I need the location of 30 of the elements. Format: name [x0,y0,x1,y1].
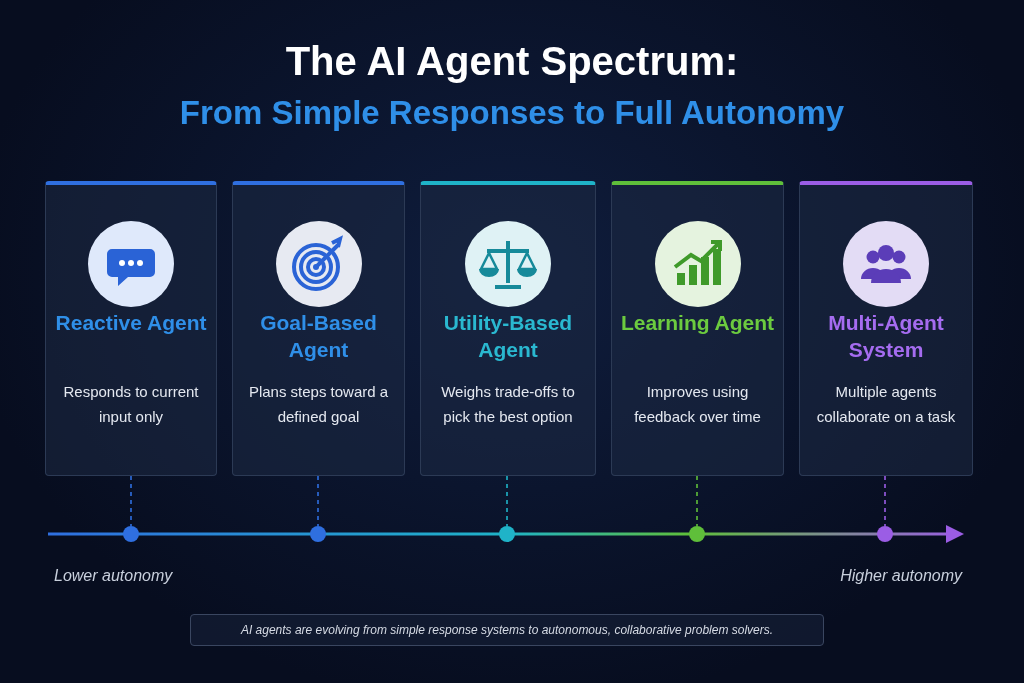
subtitle: From Simple Responses to Full Autonomy [178,93,846,133]
card-heading: Utility-Based Agent [442,310,574,363]
connector-line [696,475,698,527]
timeline-dot [499,526,515,542]
connector-line [506,475,508,527]
agent-card [420,181,596,476]
card-description: Multiple agents collaborate on a task [815,382,957,427]
axis-label: Higher autonomy [840,567,962,585]
connector-line [130,475,132,527]
card-description: Improves using feedback over time [633,382,762,427]
card-heading: Multi-Agent System [827,310,945,363]
card-description: Plans steps toward a defined goal [247,382,390,427]
timeline-dot [689,526,705,542]
card-description: Weighs trade-offs to pick the best option [440,382,576,427]
timeline-dot [310,526,326,542]
agent-card [232,181,405,476]
connector-line [317,475,319,527]
agent-card [611,181,784,476]
title: The AI Agent Spectrum: [284,38,740,84]
card-heading: Reactive Agent [54,310,208,336]
timeline-dot [877,526,893,542]
timeline-dot [123,526,139,542]
agent-card [799,181,973,476]
connector-line [884,475,886,527]
card-heading: Learning Agent [620,310,775,336]
axis-label: Lower autonomy [54,567,173,585]
caption: AI agents are evolving from simple response systems to autonomous, collaborative problem solvers. [190,614,824,646]
card-heading: Goal-Based Agent [259,310,378,363]
agent-card [45,181,217,476]
card-description: Responds to current input only [62,382,200,427]
